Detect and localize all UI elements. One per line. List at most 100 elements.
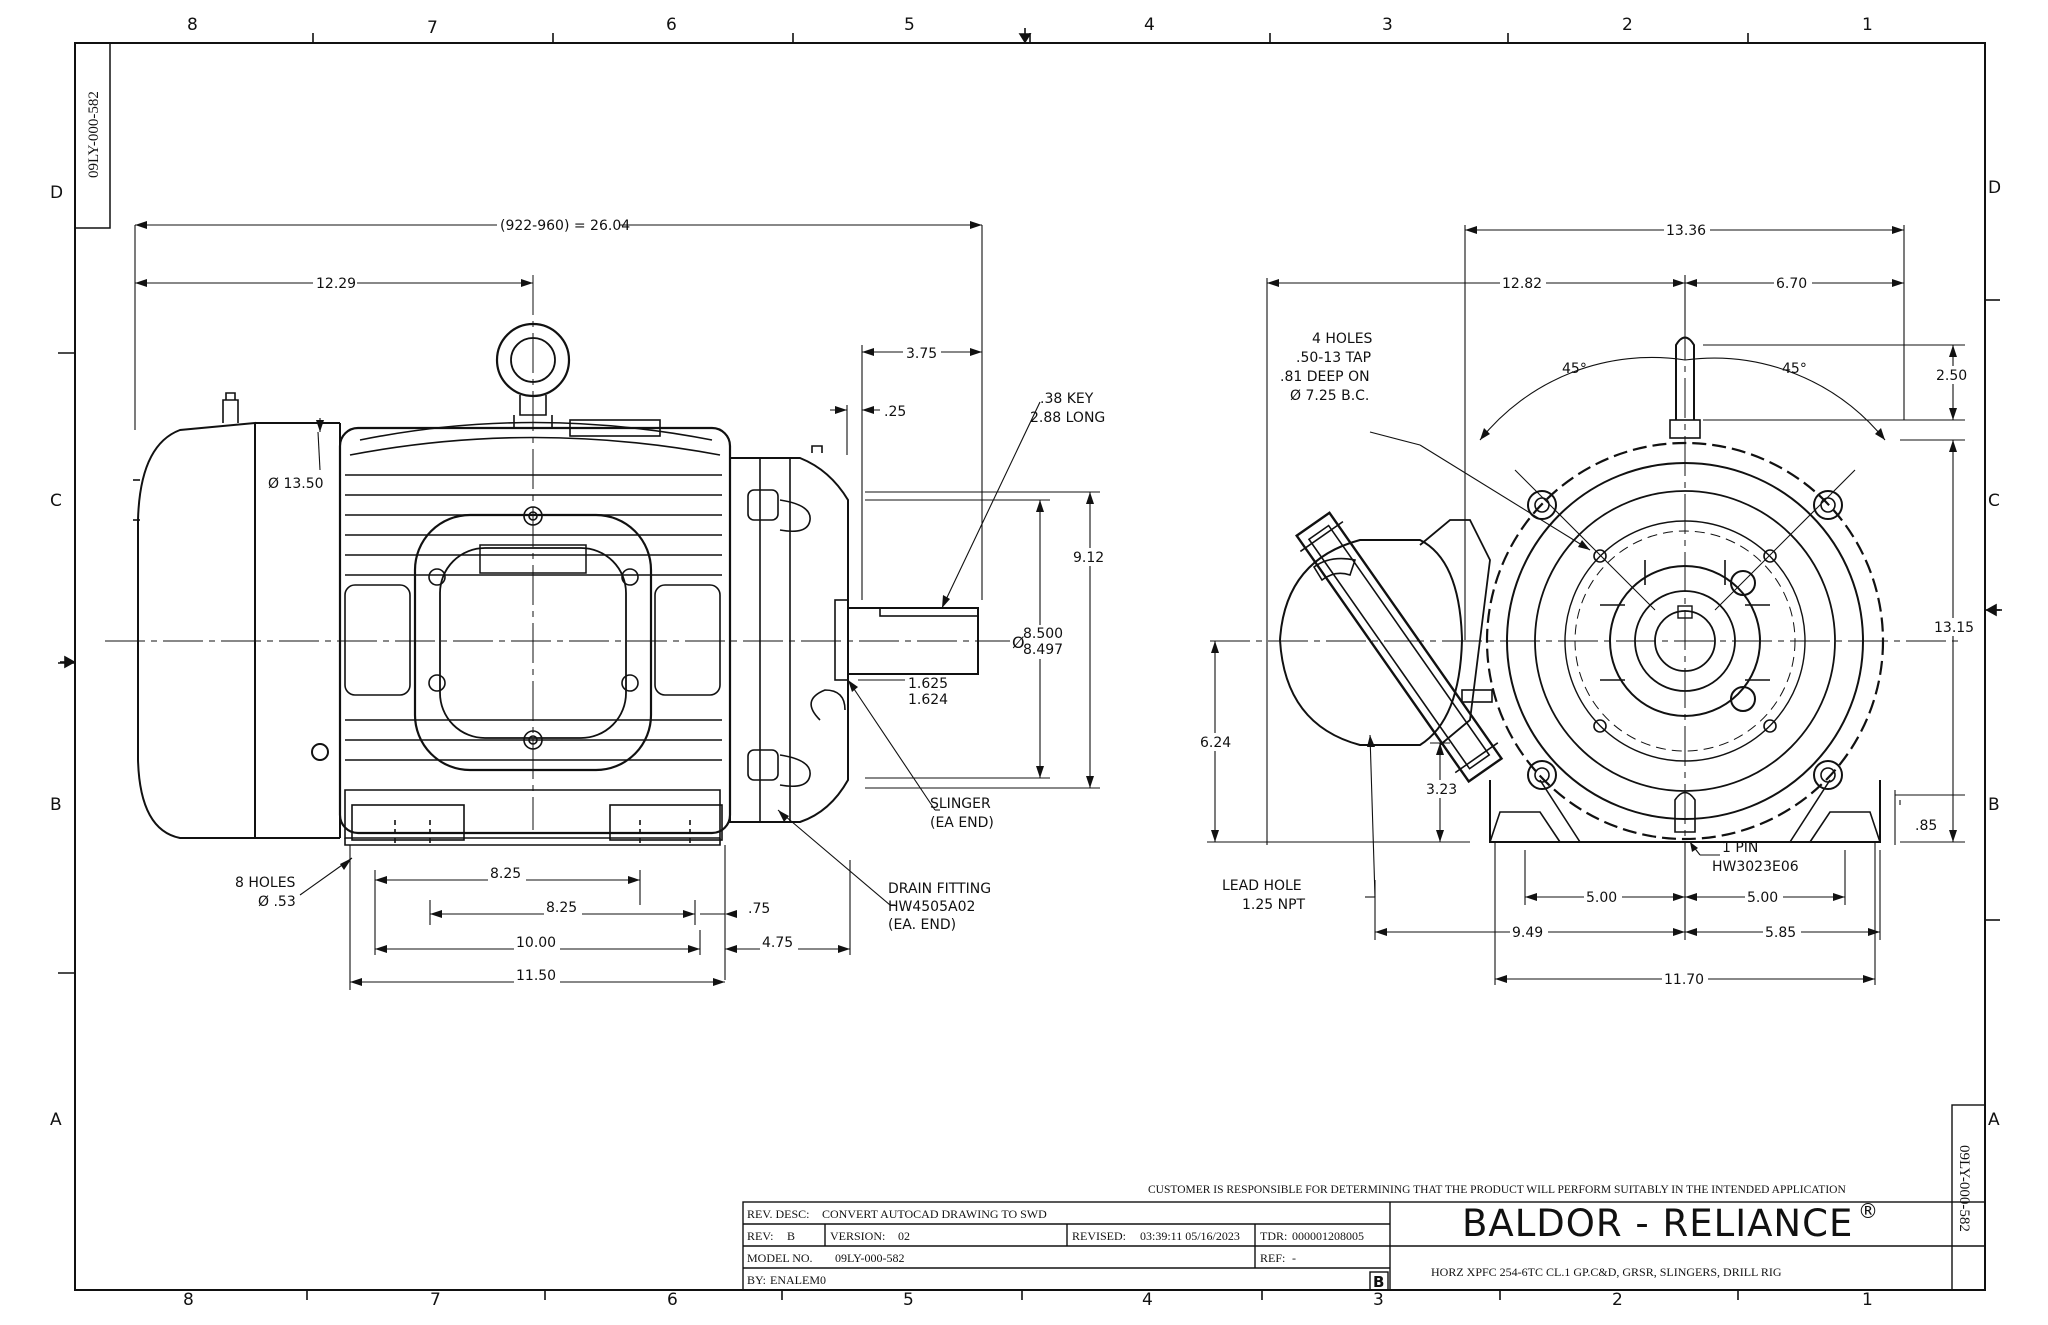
lead-hole-label-1: LEAD HOLE: [1222, 878, 1302, 894]
angle-right: 45°: [1782, 361, 1807, 377]
registered-mark: ®: [1858, 1199, 1878, 1223]
rev-value: B: [787, 1229, 795, 1243]
drain-label-2: HW4505A02: [888, 899, 975, 915]
drawing-id-top-left: 09LY-000-582: [86, 91, 102, 178]
zone-row-b-left: B: [50, 795, 62, 815]
zone-row-d-right: D: [1988, 178, 2001, 198]
pin-label-2: HW3023E06: [1712, 859, 1799, 875]
zone-col-8-top: 8: [187, 15, 198, 35]
dim-5-00-right: 5.00: [1747, 890, 1778, 906]
dim-9-49: 9.49: [1512, 925, 1543, 941]
motor-frame: [338, 426, 732, 835]
dim-13-15: 13.15: [1934, 620, 1974, 636]
zone-labels: 8 7 6 5 4 3 2 1 8 7 6 5 4 3 2 1 D C B A …: [50, 15, 2001, 1310]
dim-3-75: 3.75: [906, 346, 937, 362]
dim-6-24: 6.24: [1200, 735, 1231, 751]
dim-12-29: 12.29: [316, 276, 356, 292]
dim-diameter-symbol: Ø: [1012, 633, 1025, 652]
dim-8-25-upper: 8.25: [490, 866, 521, 882]
zone-col-3-bottom: 3: [1373, 1290, 1384, 1310]
ref-value: -: [1292, 1251, 1296, 1265]
drain-label-3: (EA. END): [888, 917, 956, 933]
side-view-labels: (922-960) = 26.04 12.29 3.75 .25 .38 KEY…: [235, 215, 1109, 984]
tdr-value: 000001208005: [1292, 1229, 1364, 1243]
brand-logo-text: BALDOR - RELIANCE: [1462, 1202, 1853, 1245]
rev-desc: CONVERT AUTOCAD DRAWING TO SWD: [822, 1207, 1047, 1221]
end-housing-outer: [1485, 441, 1885, 841]
by-value: ENALEM0: [770, 1273, 826, 1287]
revised-label: REVISED:: [1072, 1229, 1126, 1243]
holes-label-1: 8 HOLES: [235, 875, 296, 891]
rev-desc-label: REV. DESC:: [747, 1207, 809, 1221]
dim-2-50: 2.50: [1936, 368, 1967, 384]
key-label-1: .38 KEY: [1040, 391, 1094, 407]
end-conduit-box: [1278, 539, 1464, 746]
tap-label-4: Ø 7.25 B.C.: [1290, 388, 1369, 404]
dim-8-500: 8.500: [1023, 626, 1063, 642]
sheet-border: [58, 28, 2002, 1300]
dim-11-50: 11.50: [516, 968, 556, 984]
slinger-label-1: SLINGER: [930, 796, 991, 812]
dim-fan-diameter: Ø 13.50: [268, 476, 324, 492]
zone-row-c-left: C: [50, 491, 62, 511]
zone-col-4-bottom: 4: [1142, 1290, 1153, 1310]
dim-4-75: 4.75: [762, 935, 793, 951]
zone-col-2-top: 2: [1622, 15, 1633, 35]
rev-label: REV:: [747, 1229, 773, 1243]
tap-label-1: 4 HOLES: [1312, 331, 1373, 347]
disclaimer: CUSTOMER IS RESPONSIBLE FOR DETERMINING …: [1148, 1184, 1846, 1196]
dim-5-00-left: 5.00: [1586, 890, 1617, 906]
dim-0-85: .85: [1915, 818, 1937, 834]
dim-3-23: 3.23: [1426, 782, 1457, 798]
end-view-labels: 13.36 12.82 6.70 4 HOLES .50-13 TAP .81 …: [1198, 222, 1978, 988]
zone-col-7-top: 7: [427, 18, 438, 38]
zone-row-d-left: D: [50, 183, 63, 203]
ref-label: REF:: [1260, 1251, 1285, 1265]
pin-label-1: 1 PIN: [1722, 840, 1758, 856]
tap-label-3: .81 DEEP ON: [1280, 369, 1370, 385]
dim-8-25-lower: 8.25: [546, 900, 577, 916]
zone-col-1-top: 1: [1862, 15, 1873, 35]
model-label: MODEL NO.: [747, 1251, 813, 1265]
end-view: [1207, 225, 1965, 985]
zone-row-a-left: A: [50, 1110, 62, 1130]
revised-value: 03:39:11 05/16/2023: [1140, 1229, 1240, 1243]
dim-5-85: 5.85: [1765, 925, 1796, 941]
drain-label-1: DRAIN FITTING: [888, 881, 991, 897]
sheet-rev: B: [1373, 1273, 1384, 1291]
model-value: 09LY-000-582: [835, 1251, 904, 1265]
dim-1-625: 1.625: [908, 676, 948, 692]
lead-hole-label-2: 1.25 NPT: [1242, 897, 1306, 913]
holes-label-2: Ø .53: [258, 894, 296, 910]
drawing-id-title-block: 09LY-000-582: [1956, 1145, 1972, 1232]
angle-left: 45°: [1562, 361, 1587, 377]
tap-label-2: .50-13 TAP: [1296, 350, 1371, 366]
dim-11-70: 11.70: [1664, 972, 1704, 988]
zone-col-6-top: 6: [666, 15, 677, 35]
zone-row-c-right: C: [1988, 491, 2000, 511]
zone-col-6-bottom: 6: [667, 1290, 678, 1310]
dim-8-497: 8.497: [1023, 642, 1063, 658]
zone-col-8-bottom: 8: [183, 1290, 194, 1310]
title-block-text: CUSTOMER IS RESPONSIBLE FOR DETERMINING …: [747, 1184, 1846, 1291]
title-block: [742, 1104, 1986, 1291]
zone-col-1-bottom: 1: [1862, 1290, 1873, 1310]
zone-row-b-right: B: [1988, 795, 2000, 815]
zone-col-2-bottom: 2: [1612, 1290, 1623, 1310]
dim-1-624: 1.624: [908, 692, 948, 708]
zone-col-7-bottom: 7: [430, 1290, 441, 1310]
zone-row-a-right: A: [1988, 1110, 2000, 1130]
dim-overall-length: (922-960) = 26.04: [500, 218, 630, 234]
end-bracket: [729, 457, 849, 823]
dim-6-70: 6.70: [1776, 276, 1807, 292]
zone-col-3-top: 3: [1382, 15, 1393, 35]
tdr-label: TDR:: [1260, 1229, 1287, 1243]
product-description: HORZ XPFC 254-6TC CL.1 GP.C&D, GRSR, SLI…: [1431, 1265, 1782, 1279]
zone-col-5-top: 5: [904, 15, 915, 35]
dim-0-75: .75: [748, 901, 770, 917]
dim-9-12: 9.12: [1073, 550, 1104, 566]
dim-10-00: 10.00: [516, 935, 556, 951]
version-value: 02: [898, 1229, 910, 1243]
dim-0-25: .25: [884, 404, 906, 420]
